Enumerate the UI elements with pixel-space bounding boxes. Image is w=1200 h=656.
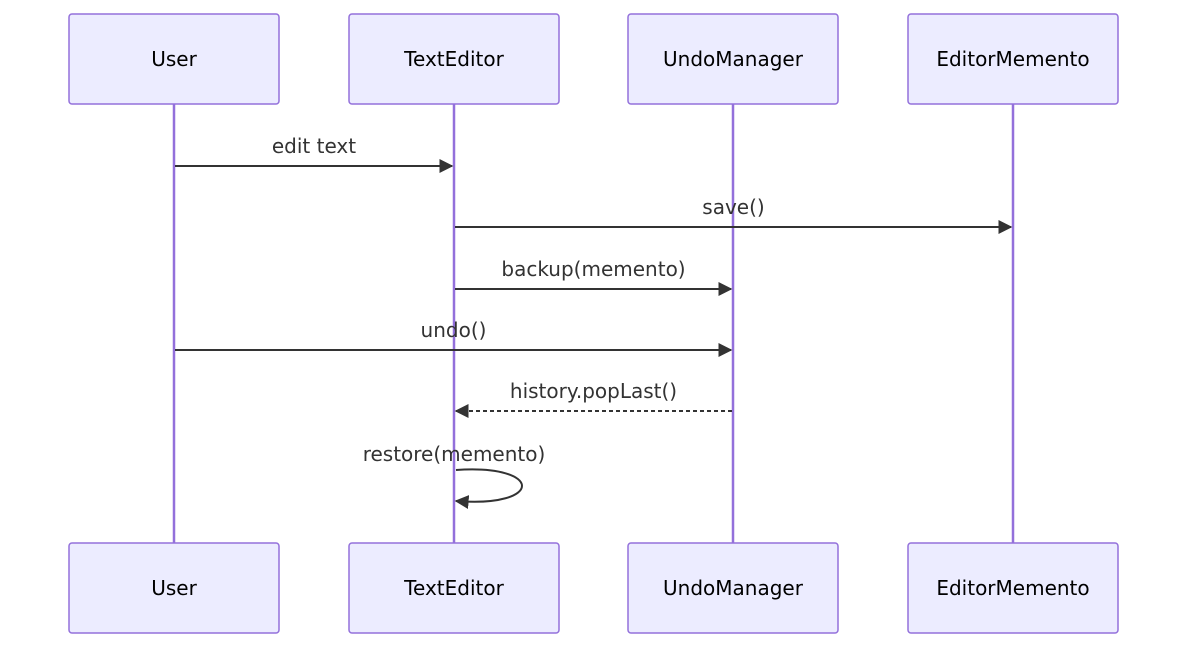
participant-user-bottom: User bbox=[68, 542, 280, 634]
participant-user-top: User bbox=[68, 13, 280, 105]
participants: UserUserTextEditorTextEditorUndoManagerU… bbox=[68, 13, 1119, 634]
participant-undomanager-top: UndoManager bbox=[627, 13, 839, 105]
participant-editormemento-bottom: EditorMemento bbox=[907, 542, 1119, 634]
participant-label: User bbox=[151, 47, 197, 71]
participant-box bbox=[68, 13, 280, 105]
participant-label: TextEditor bbox=[403, 47, 504, 71]
participant-texteditor-top: TextEditor bbox=[348, 13, 560, 105]
participant-label: TextEditor bbox=[403, 576, 504, 600]
participant-editormemento-top: EditorMemento bbox=[907, 13, 1119, 105]
message-2: save() bbox=[455, 195, 1013, 234]
participant-label: EditorMemento bbox=[936, 47, 1089, 71]
participant-label: EditorMemento bbox=[936, 576, 1089, 600]
message-label: undo() bbox=[421, 318, 487, 342]
messages: edit text save() backup(memento) undo() hist… bbox=[175, 134, 1013, 509]
message-label: backup(memento) bbox=[501, 257, 685, 281]
message-4: undo() bbox=[175, 318, 733, 357]
message-arrow bbox=[454, 468, 523, 509]
message-label: restore(memento) bbox=[363, 442, 546, 466]
message-3: backup(memento) bbox=[455, 257, 733, 296]
message-6: restore(memento) bbox=[363, 442, 546, 509]
message-label: save() bbox=[702, 195, 764, 219]
participant-box bbox=[907, 13, 1119, 105]
participant-label: UndoManager bbox=[663, 576, 804, 600]
participant-label: User bbox=[151, 576, 197, 600]
participant-box bbox=[68, 542, 280, 634]
participant-label: UndoManager bbox=[663, 47, 804, 71]
participant-texteditor-bottom: TextEditor bbox=[348, 542, 560, 634]
participant-box bbox=[907, 542, 1119, 634]
message-1: edit text bbox=[175, 134, 454, 173]
message-label: history.popLast() bbox=[510, 379, 677, 403]
message-5: history.popLast() bbox=[454, 379, 732, 418]
participant-box bbox=[627, 13, 839, 105]
participant-undomanager-bottom: UndoManager bbox=[627, 542, 839, 634]
participant-box bbox=[348, 13, 560, 105]
participant-box bbox=[348, 542, 560, 634]
participant-box bbox=[627, 542, 839, 634]
lifelines bbox=[172, 104, 1015, 543]
message-label: edit text bbox=[272, 134, 356, 158]
